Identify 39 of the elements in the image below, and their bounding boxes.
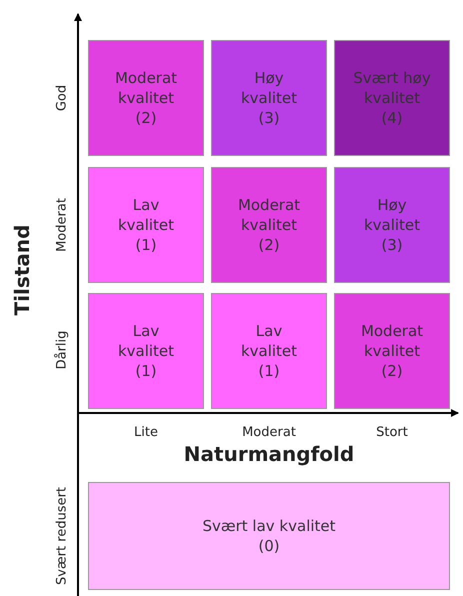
score-value: (2): [381, 361, 403, 381]
quality-label: Moderat kvalitet: [114, 68, 178, 108]
score-value: (3): [381, 235, 403, 255]
quality-label: Moderat kvalitet: [236, 195, 302, 235]
category-box: [88, 482, 450, 590]
quality-label: Lav kvalitet: [240, 321, 298, 361]
axis-tick-label: Moderat: [242, 425, 296, 440]
score-value: (3): [258, 108, 280, 128]
matrix-cell: [88, 293, 204, 409]
score-value: (1): [135, 235, 157, 255]
axis-tick-label: Moderat: [54, 198, 70, 252]
matrix-cell: [334, 293, 450, 409]
quality-label: Høy kvalitet: [362, 195, 422, 235]
matrix-cell: [211, 40, 327, 156]
axis-title: Tilstand: [10, 224, 34, 316]
score-value: (0): [258, 536, 280, 556]
matrix-cell: [211, 167, 327, 283]
axis-tick-label: Svært redusert: [54, 486, 70, 586]
axis-tick-label: God: [54, 84, 70, 112]
matrix-cell: [88, 40, 204, 156]
quality-label: Lav kvalitet: [116, 195, 176, 235]
quality-label: Høy kvalitet: [240, 68, 298, 108]
matrix-cell: [334, 40, 450, 156]
score-value: (2): [135, 108, 157, 128]
score-value: (1): [258, 361, 280, 381]
axis-tick-label: Stort: [376, 425, 408, 440]
axis-title: Naturmangfold: [184, 442, 354, 466]
axis-tick-label: Lite: [134, 425, 158, 440]
axis-tick-label: Dårlig: [54, 330, 70, 370]
matrix-cell: [211, 293, 327, 409]
matrix-cell: [88, 167, 204, 283]
quality-label: Lav kvalitet: [116, 321, 176, 361]
matrix-cell: [334, 167, 450, 283]
score-value: (2): [258, 235, 280, 255]
score-value: (1): [135, 361, 157, 381]
quality-label: Svært lav kvalitet: [202, 516, 336, 536]
quality-label: Svært høy kvalitet: [352, 68, 432, 108]
score-value: (4): [381, 108, 403, 128]
quality-label: Moderat kvalitet: [360, 321, 424, 361]
